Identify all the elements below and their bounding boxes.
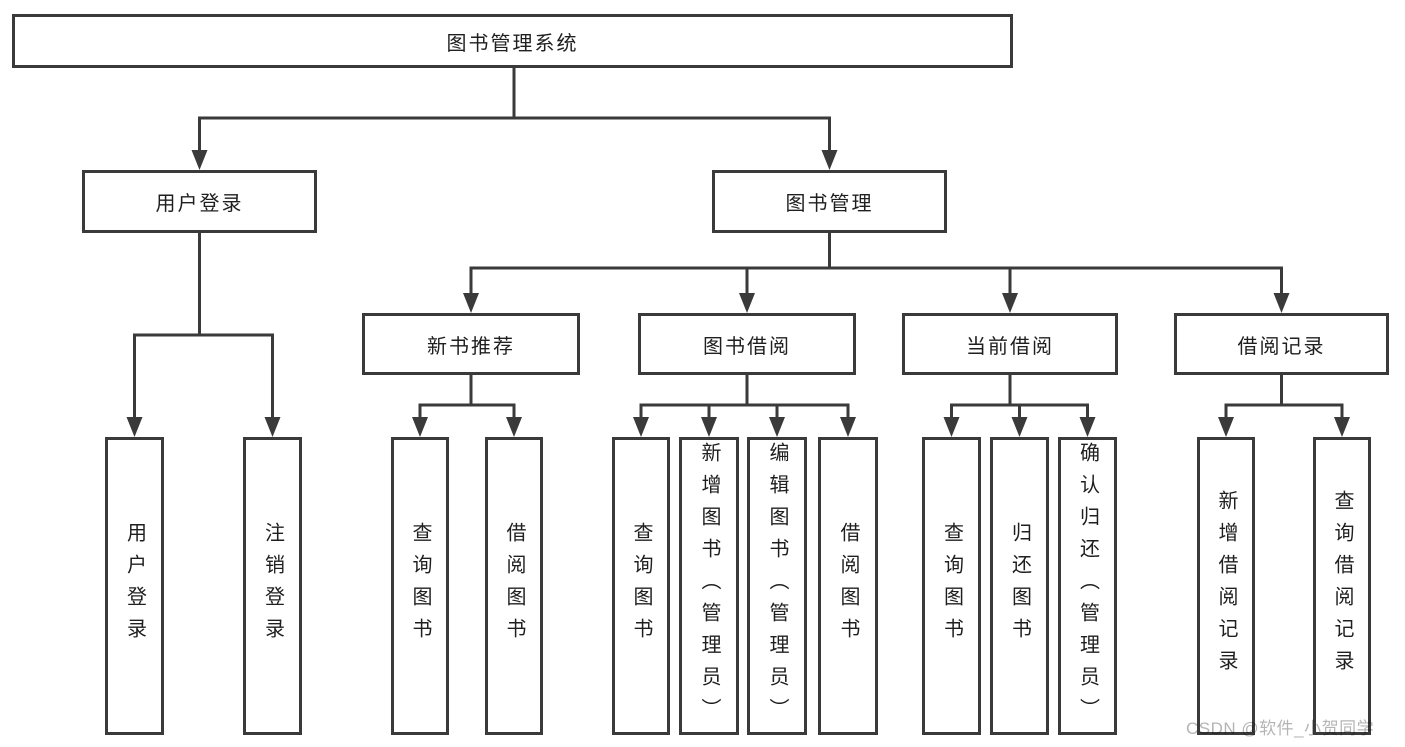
- node-label: 确认归还（管理员）: [1076, 442, 1099, 730]
- leaf-user-login: 用户登录: [105, 437, 164, 735]
- csdn-watermark: CSDN @软件_小贺同学: [1186, 719, 1375, 738]
- connector-books-to-sections: [469, 233, 1283, 295]
- arrowheads-current-leaves: [943, 417, 1096, 437]
- node-label: 借阅记录: [1237, 335, 1326, 358]
- node-borrow-records: 借阅记录: [1174, 313, 1389, 375]
- node-new-book-recommend: 新书推荐: [362, 313, 580, 375]
- node-label: 当前借阅: [966, 335, 1054, 358]
- leaf-borrow-books-recommend: 借阅图书: [485, 437, 543, 735]
- node-label: 图书管理系统: [446, 32, 579, 55]
- node-label: 用户登录: [155, 193, 244, 215]
- node-label: 注销登录: [261, 522, 284, 650]
- node-label: 编辑图书（管理员）: [766, 442, 788, 730]
- connector-records-to-leaves: [1224, 375, 1344, 419]
- arrowheads-sections: [463, 293, 1290, 313]
- node-label: 新增借阅记录: [1215, 490, 1237, 682]
- leaf-query-books-borrow: 查询图书: [612, 437, 670, 735]
- leaf-edit-book-admin: 编辑图书（管理员）: [747, 437, 807, 735]
- arrowheads-recommend-leaves: [412, 417, 522, 437]
- node-user-login: 用户登录: [82, 170, 317, 233]
- leaf-query-books-current: 查询图书: [922, 437, 981, 735]
- leaf-query-books-recommend: 查询图书: [391, 437, 449, 735]
- node-book-management: 图书管理: [712, 170, 947, 233]
- node-label: 查询图书: [630, 522, 652, 650]
- node-current-borrow: 当前借阅: [902, 313, 1118, 375]
- leaf-logout: 注销登录: [243, 437, 302, 735]
- node-root-library-system: 图书管理系统: [12, 14, 1013, 68]
- arrowheads-borrow-leaves: [633, 417, 856, 437]
- arrowheads-records-leaves: [1218, 417, 1350, 437]
- node-label: 图书借阅: [703, 335, 791, 358]
- node-label: 查询借阅记录: [1331, 490, 1353, 682]
- node-label: 新增图书（管理员）: [698, 442, 720, 730]
- connector-recommend-to-leaves: [418, 375, 516, 419]
- leaf-add-book-admin: 新增图书（管理员）: [679, 437, 739, 735]
- node-label: 查询图书: [409, 522, 431, 650]
- leaf-confirm-return-admin: 确认归还（管理员）: [1058, 437, 1117, 735]
- connector-current-to-leaves: [950, 375, 1089, 419]
- node-label: 用户登录: [123, 522, 146, 650]
- arrowheads-user-leaves: [126, 417, 281, 437]
- node-label: 图书管理: [785, 193, 874, 215]
- leaf-borrow-books-borrow: 借阅图书: [818, 437, 878, 735]
- node-book-borrow: 图书借阅: [638, 313, 856, 375]
- connector-user-to-leaves: [133, 233, 274, 419]
- node-label: 借阅图书: [837, 522, 859, 650]
- arrowheads-level2: [191, 150, 838, 170]
- connector-root-to-level2: [198, 68, 831, 152]
- node-label: 归还图书: [1008, 522, 1031, 650]
- node-label: 新书推荐: [427, 335, 515, 358]
- node-label: 借阅图书: [503, 522, 525, 650]
- node-label: 查询图书: [940, 522, 963, 650]
- connector-borrow-to-leaves: [639, 375, 850, 419]
- leaf-return-book: 归还图书: [990, 437, 1049, 735]
- leaf-query-borrow-record: 查询借阅记录: [1313, 437, 1371, 735]
- leaf-add-borrow-record: 新增借阅记录: [1197, 437, 1255, 735]
